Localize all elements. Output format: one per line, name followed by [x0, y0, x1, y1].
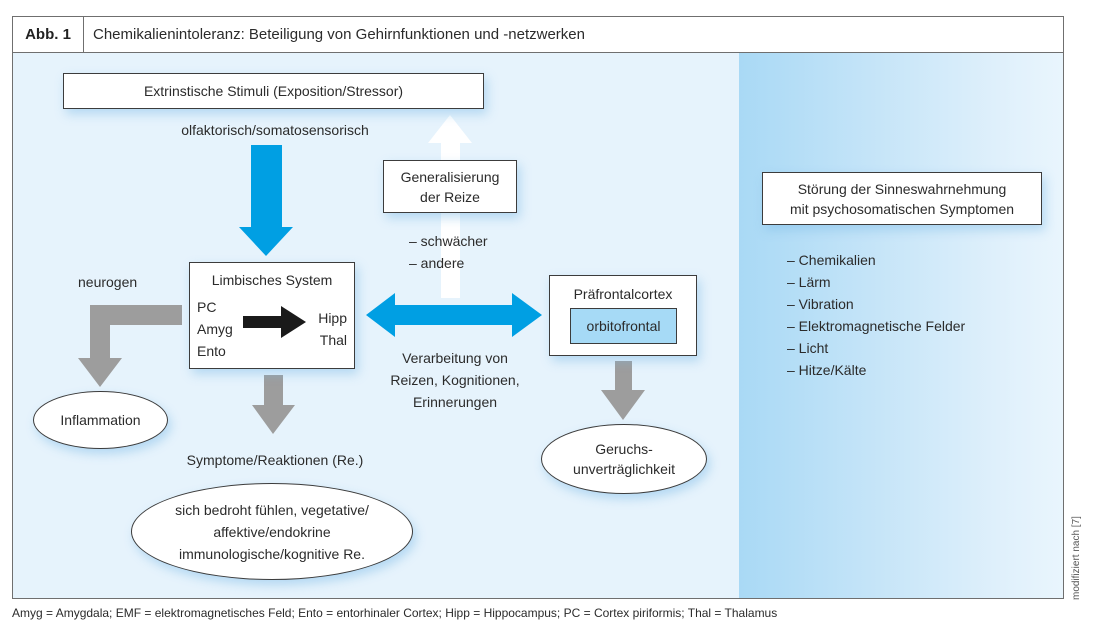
limbic-input-amyg: Amyg [197, 321, 233, 337]
trigger-item: – Elektromagnetische Felder [787, 318, 966, 334]
perception-disorder-line-1: Störung der Sinneswahrnehmung [797, 180, 1007, 197]
figure-title: Chemikalienintoleranz: Beteiligung von G… [93, 26, 585, 43]
orbitofrontal-box: orbitofrontal [570, 308, 677, 344]
figure-title-bar: Abb. 1 Chemikalienintoleranz: Beteiligun… [12, 16, 1064, 53]
source-note: modifiziert nach [7] [1071, 516, 1082, 600]
trigger-item: – Lärm [787, 274, 831, 290]
abbreviations-footnote: Amyg = Amygdala; EMF = elektromagnetisch… [12, 606, 778, 620]
trigger-item: – Vibration [787, 296, 854, 312]
right-panel-background [739, 53, 1063, 598]
perception-disorder-box: Störung der Sinneswahrnehmung mit psycho… [762, 172, 1042, 225]
odor-intolerance-line-1: Geruchs- [595, 441, 653, 457]
stimuli-box: Extrinstische Stimuli (Exposition/Stress… [63, 73, 484, 109]
reactions-line-3: immunologische/kognitive Re. [179, 545, 365, 562]
reactions-line-2: affektive/endokrine [213, 523, 331, 540]
inflammation-label: Inflammation [60, 412, 141, 428]
generalization-item: – schwächer [409, 233, 488, 249]
limbic-system-title: Limbisches System [211, 272, 333, 288]
limbic-input-pc: PC [197, 299, 217, 315]
perception-disorder-line-2: mit psychosomatischen Symptomen [789, 200, 1015, 217]
generalization-item: – andere [409, 255, 465, 271]
limbic-input-ento: Ento [197, 343, 226, 359]
stimuli-sublabel: olfaktorisch/somatosensorisch [181, 122, 369, 138]
trigger-list: – Chemikalien – Lärm – Vibration – Elekt… [787, 249, 965, 381]
limbic-system-box: Limbisches System PC Amyg Ento Hipp Thal [189, 262, 355, 369]
processing-line: Erinnerungen [412, 394, 498, 410]
odor-intolerance-line-2: unverträglichkeit [573, 461, 675, 477]
prefrontal-cortex-box: Präfrontalcortex orbitofrontal [549, 275, 697, 356]
processing-line: Reizen, Kognitionen, [390, 372, 520, 388]
generalization-line-2: der Reize [420, 188, 480, 205]
trigger-item: – Chemikalien [787, 252, 876, 268]
inflammation-ellipse: Inflammation [33, 391, 168, 449]
stimuli-label: Extrinstische Stimuli (Exposition/Stress… [143, 83, 404, 99]
neurogen-label: neurogen [78, 274, 138, 290]
limbic-outputs: Hipp Thal [318, 307, 347, 351]
limbic-inputs: PC Amyg Ento [197, 296, 233, 362]
reactions-ellipse: sich bedroht fühlen, vegetative/ affekti… [131, 483, 413, 580]
generalization-list: – schwächer – andere [409, 230, 488, 274]
figure-label: Abb. 1 [13, 17, 84, 52]
symptoms-label: Symptome/Reaktionen (Re.) [186, 452, 364, 468]
processing-line: Verarbeitung von [402, 350, 508, 366]
generalization-line-1: Generalisierung [400, 168, 500, 185]
orbitofrontal-label: orbitofrontal [586, 318, 661, 334]
limbic-output-thal: Thal [319, 332, 347, 348]
limbic-output-hipp: Hipp [318, 310, 347, 326]
trigger-item: – Hitze/Kälte [787, 362, 867, 378]
prefrontal-cortex-title: Präfrontalcortex [573, 286, 673, 302]
reactions-line-1: sich bedroht fühlen, vegetative/ [175, 501, 369, 518]
processing-label: Verarbeitung von Reizen, Kognitionen, Er… [365, 347, 545, 413]
black-right-arrow-icon [243, 306, 306, 338]
generalization-box: Generalisierung der Reize [383, 160, 517, 213]
odor-intolerance-ellipse: Geruchs- unverträglichkeit [541, 424, 707, 494]
trigger-item: – Licht [787, 340, 829, 356]
